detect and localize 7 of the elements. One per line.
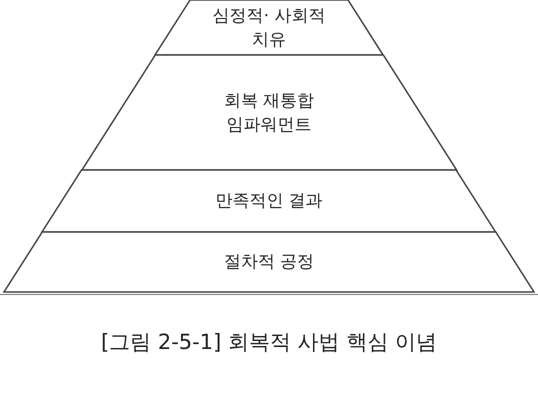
tier-label: 절차적 공정	[224, 251, 314, 274]
pyramid-tier	[42, 170, 496, 232]
figure-caption: [그림 2-5-1] 회복적 사법 핵심 이념	[100, 329, 438, 356]
tier-label: 만족적인 결과	[215, 190, 323, 213]
tier-label: 심정적· 사회적 치유	[212, 4, 326, 52]
pyramid-tier	[4, 232, 534, 292]
tier-label: 회복 재통합 임파워먼트	[222, 90, 316, 136]
